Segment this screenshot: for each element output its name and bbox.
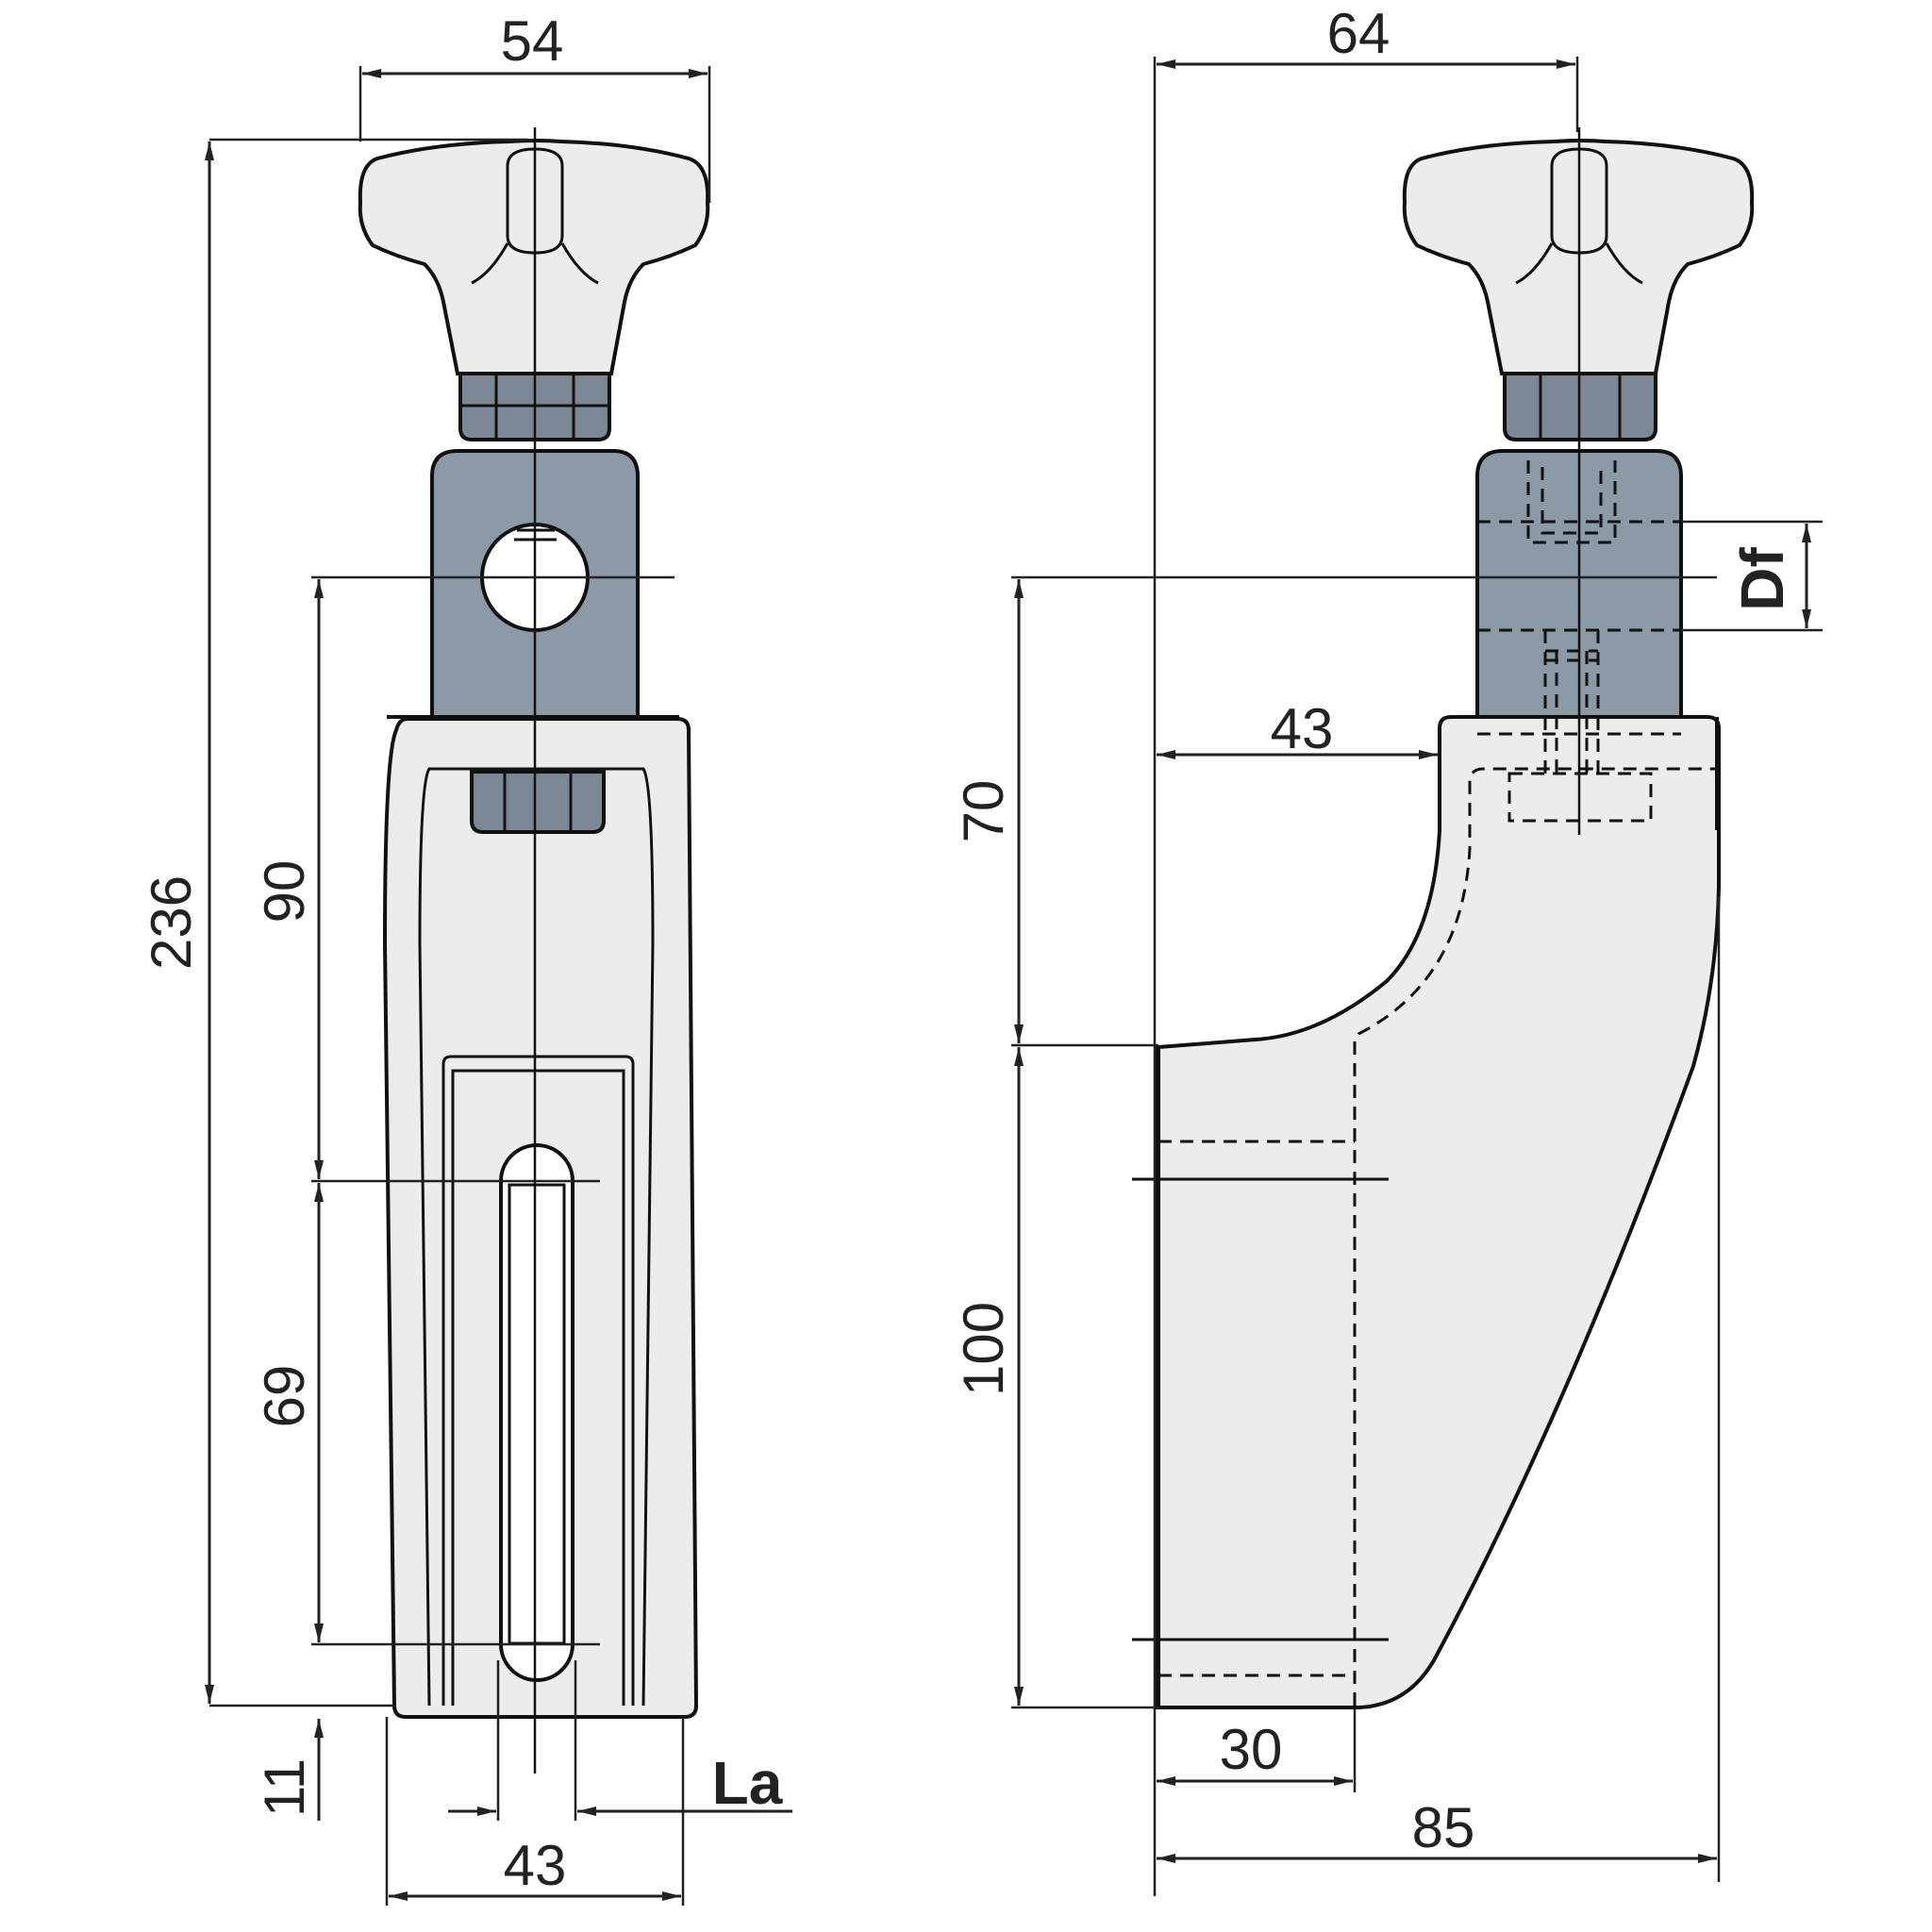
- dim-label-30: 30: [1220, 1718, 1283, 1781]
- var-label-df: Df: [1728, 547, 1796, 611]
- var-label-la: La: [712, 1749, 783, 1817]
- dim-label-100: 100: [952, 1302, 1015, 1396]
- dim-label-43-side: 43: [1271, 697, 1334, 760]
- dim-label-90: 90: [253, 860, 316, 924]
- dim-label-43-front: 43: [504, 1834, 567, 1897]
- dim-label-85: 85: [1412, 1796, 1475, 1859]
- front-inner-nut: [470, 770, 606, 834]
- front-clamp-body: [382, 717, 699, 1719]
- front-slot: [499, 1143, 575, 1682]
- side-view: 64 43 70 100 30 85 Df: [952, 2, 1823, 1896]
- dim-label-54: 54: [501, 9, 564, 73]
- dim-label-69: 69: [253, 1365, 316, 1428]
- dim-label-11: 11: [253, 1758, 316, 1817]
- dim-label-70: 70: [952, 780, 1015, 843]
- dim-label-236: 236: [140, 875, 203, 970]
- side-clamp-body: [1132, 715, 1721, 1709]
- front-swivel-block: [387, 449, 679, 719]
- dim-label-64: 64: [1327, 2, 1391, 65]
- front-view: 236 54 90 69 11 43 La: [140, 9, 792, 1906]
